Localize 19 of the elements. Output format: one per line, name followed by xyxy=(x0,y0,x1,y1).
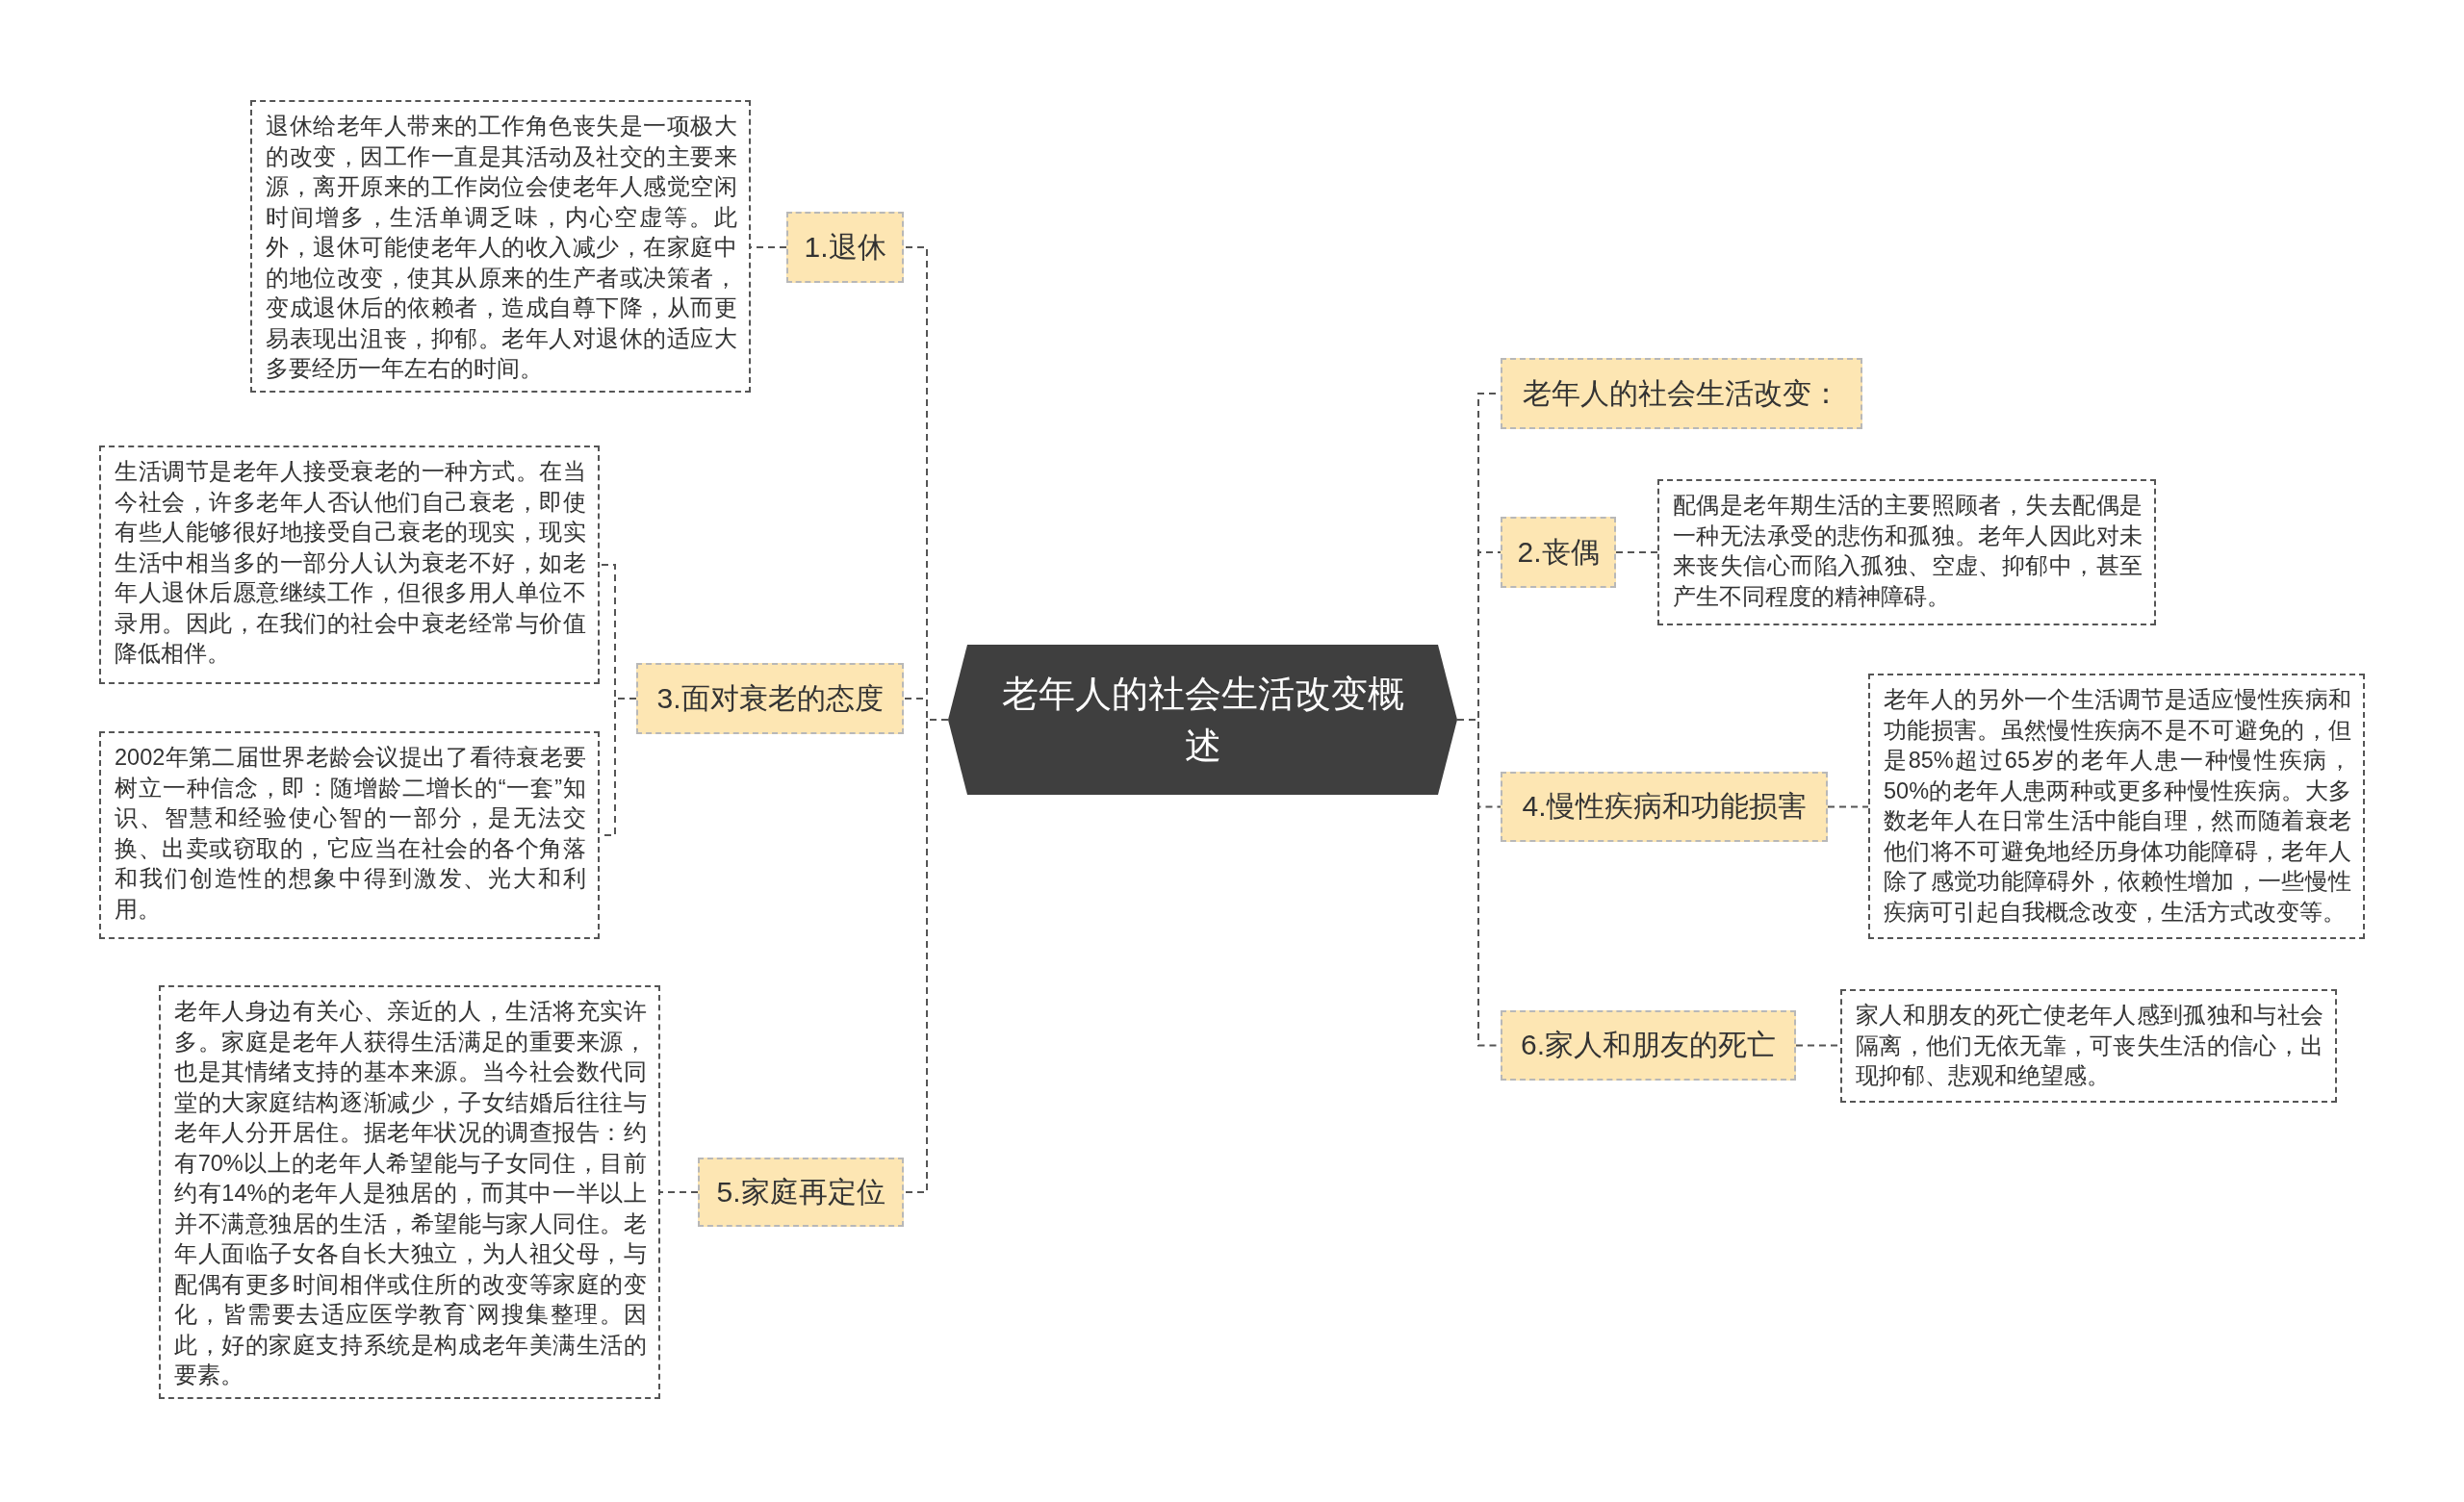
topic-box: 6.家人和朋友的死亡 xyxy=(1501,1010,1796,1081)
note-box: 配偶是老年期生活的主要照顾者，失去配偶是一种无法承受的悲伤和孤独。老年人因此对未来丧失信心而陷入孤独、空虚、抑郁中，甚至产生不同程度的精神障碍。 xyxy=(1657,479,2156,625)
topic-box: 4.慢性疾病和功能损害 xyxy=(1501,772,1828,842)
note-box: 老年人身边有关心、亲近的人，生活将充实许多。家庭是老年人获得生活满足的重要来源，也是其情绪支持的基本来源。当今社会数代同堂的大家庭结构逐渐减少，子女结婚后往往与老年人分开居住。据老年状况的调查报告：约有70%以上的老年人希望能与子女同住，目前约有14%的老年人是独居的，而其中一半以上并不满意独居的生活，希望能与家人同住。老年人面临子女各自长大独立，为人祖父母，与配偶有更多时间相伴或住所的改变等家庭的变化，皆需要去适应医学教育`网搜集整理。因此，好的家庭支持系统是构成老年美满生活的要素。 xyxy=(159,985,660,1399)
topic-box: 老年人的社会生活改变： xyxy=(1501,358,1862,429)
note-box: 退休给老年人带来的工作角色丧失是一项极大的改变，因工作一直是其活动及社交的主要来源，离开原来的工作岗位会使老年人感觉空闲时间增多，生活单调乏味，内心空虚等。此外，退休可能使老年人的收入减少，在家庭中的地位改变，使其从原来的生产者或决策者，变成退休后的依赖者，造成自尊下降，从而更易表现出沮丧，抑郁。老年人对退休的适应大多要经历一年左右的时间。 xyxy=(250,100,751,393)
note-box: 家人和朋友的死亡使老年人感到孤独和与社会隔离，他们无依无靠，可丧失生活的信心，出现抑郁、悲观和绝望感。 xyxy=(1840,989,2337,1103)
central-topic-hexagon xyxy=(948,645,1457,795)
topic-box: 3.面对衰老的态度 xyxy=(636,663,904,734)
note-box: 2002年第二届世界老龄会议提出了看待衰老要树立一种信念，即：随增龄二增长的“一套”知识、智慧和经验使心智的一部分，是无法交换、出卖或窃取的，它应当在社会的各个角落和我们创造性的想象中得到激发、光大和利用。 xyxy=(99,731,600,939)
topic-box: 2.丧偶 xyxy=(1501,517,1616,588)
connector-line xyxy=(1615,551,1658,553)
connector-line xyxy=(1827,805,1869,808)
connector-line xyxy=(659,1191,699,1193)
central-topic-text: 老年人的社会生活改变概述 xyxy=(1000,673,1405,768)
note-box: 生活调节是老年人接受衰老的一种方式。在当今社会，许多老年人否认他们自己衰老，即使有些人能够很好地接受自己衰老的现实，现实生活中相当多的一部分人认为衰老不好，如老年人退休后愿意继续工作，但很多用人单位不录用。因此，在我们的社会中衰老经常与价值降低相伴。 xyxy=(99,446,600,684)
topic-box: 5.家庭再定位 xyxy=(698,1158,904,1227)
note-box: 老年人的另外一个生活调节是适应慢性疾病和功能损害。虽然慢性疾病不是不可避免的，但是85%超过65岁的老年人患一种慢性疾病，50%的老年人患两种或更多种慢性疾病。大多数老年人在日常生活中能自理，然而随着衰老他们将不可避免地经历身体功能障碍，老年人除了感觉功能障碍外，依赖性增加，一些慢性疾病可引起自我概念改变，生活方式改变等。 xyxy=(1868,674,2365,939)
topic-box: 1.退休 xyxy=(786,212,904,283)
